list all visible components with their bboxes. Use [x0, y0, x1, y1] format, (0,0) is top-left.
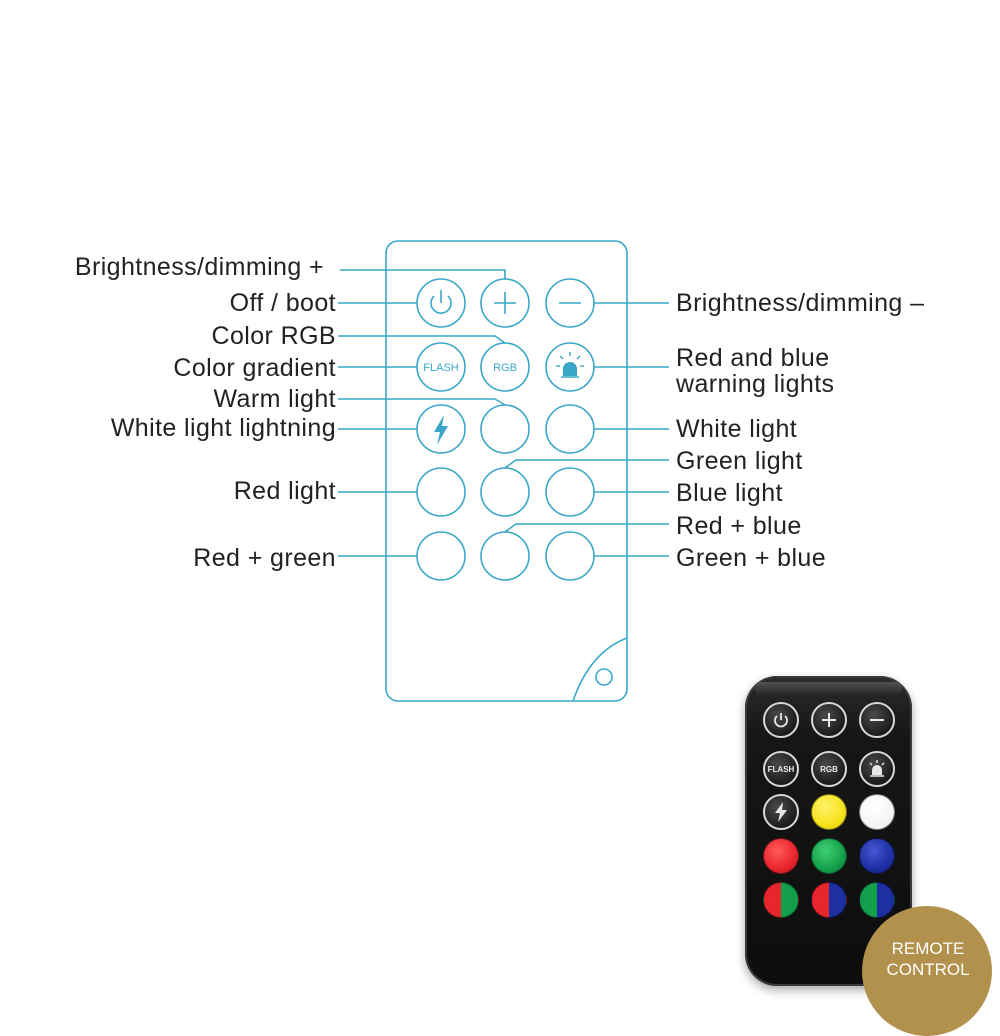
lightning-icon: [434, 415, 448, 445]
label-brightness-minus: Brightness/dimming –: [676, 289, 925, 317]
siren-icon: [869, 760, 885, 777]
btn-blue-light: [545, 467, 595, 517]
photo-minus-button: [859, 702, 895, 738]
photo-warm-light-button: [811, 794, 847, 830]
remote-indicator-dot: [595, 668, 613, 686]
leader-warm-light: [338, 398, 506, 406]
btn-red-light: [416, 467, 466, 517]
label-color-gradient: Color gradient: [173, 354, 336, 382]
plus-icon: [494, 292, 516, 314]
label-brightness-plus: Brightness/dimming +: [74, 253, 324, 281]
remote-diagram: FLASH RGB: [338, 240, 669, 702]
photo-warning-button: [859, 751, 895, 787]
btn-green-light: [480, 467, 530, 517]
photo-lightning-button: [763, 794, 799, 830]
remote-photo: FLASH RGB: [745, 676, 912, 986]
leader-green-light: [504, 459, 669, 469]
btn-green-blue: [545, 531, 595, 581]
photo-green-blue-button: [859, 882, 895, 918]
label-white-light: White light: [676, 415, 798, 443]
badge-text: REMOTE CONTROL: [878, 938, 978, 980]
label-off-boot: Off / boot: [229, 289, 336, 317]
badge-line-1: REMOTE: [891, 939, 965, 958]
flash-text: FLASH: [423, 362, 459, 374]
photo-flash-text: FLASH: [767, 764, 795, 774]
siren-icon: [556, 352, 584, 378]
lightning-icon: [775, 802, 787, 822]
power-icon: [430, 290, 452, 314]
label-green-light: Green light: [676, 447, 803, 475]
remote-corner-arc: [572, 637, 628, 702]
leader-red-blue: [504, 523, 669, 533]
badge-line-2: CONTROL: [886, 960, 970, 979]
label-white-light-lightning: White light lightning: [110, 414, 336, 442]
photo-power-button: [763, 702, 799, 738]
label-red-blue: Red + blue: [676, 512, 802, 540]
leader-brightness-plus: [340, 269, 506, 279]
photo-plus-button: [811, 702, 847, 738]
rgb-text: RGB: [493, 362, 517, 374]
label-red-light: Red light: [233, 477, 336, 505]
label-warning-line2: warning lights: [676, 370, 835, 398]
photo-white-light-button: [859, 794, 895, 830]
btn-red-green: [416, 531, 466, 581]
photo-flash-button: FLASH: [763, 751, 799, 787]
label-warning-line1: Red and blue: [676, 344, 830, 372]
photo-red-green-button: [763, 882, 799, 918]
leader-color-rgb: [338, 335, 506, 344]
btn-warm-light: [480, 404, 530, 454]
label-red-green: Red + green: [193, 544, 336, 572]
btn-white-light: [545, 404, 595, 454]
label-color-rgb: Color RGB: [211, 322, 336, 350]
photo-red-button: [763, 838, 799, 874]
label-warm-light: Warm light: [213, 385, 336, 413]
plus-icon: [822, 713, 836, 727]
remote-shine: [755, 682, 902, 696]
photo-blue-button: [859, 838, 895, 874]
btn-red-blue: [480, 531, 530, 581]
siren-dome: [563, 362, 577, 376]
photo-rgb-text: RGB: [820, 764, 838, 774]
minus-icon: [870, 719, 884, 721]
label-blue-light: Blue light: [676, 479, 783, 507]
photo-red-blue-button: [811, 882, 847, 918]
remote-outline: [385, 240, 628, 702]
label-green-blue: Green + blue: [676, 544, 827, 572]
power-icon: [774, 713, 788, 728]
photo-green-button: [811, 838, 847, 874]
photo-rgb-button: RGB: [811, 751, 847, 787]
